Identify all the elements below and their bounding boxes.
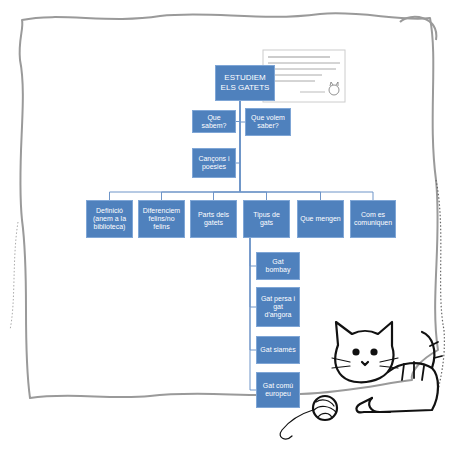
cat-illustration	[280, 322, 442, 439]
process-box: Que volem saber?	[245, 108, 291, 136]
box-label: ESTUDIEM ELS GATETS	[218, 73, 272, 93]
box-label: Que volem saber?	[248, 114, 288, 130]
process-box: Parts dels gatets	[190, 200, 237, 238]
box-label: Diferenciem felins/no felins	[141, 207, 182, 231]
process-box: ESTUDIEM ELS GATETS	[215, 65, 275, 101]
box-label: Gat bombay	[259, 258, 297, 274]
connector-line	[110, 101, 241, 200]
box-label: Tipus de gats	[246, 211, 287, 227]
process-box: Gat comú europeu	[256, 372, 300, 408]
connector-line	[236, 101, 240, 122]
box-label: Com es comuniquen	[353, 211, 393, 227]
connector-line	[240, 101, 321, 200]
connector-line	[236, 101, 240, 163]
box-label: Que sabem?	[195, 114, 233, 130]
connector-line	[240, 101, 373, 200]
box-label: Gat siamès	[260, 346, 295, 354]
process-box: Com es comuniquen	[350, 200, 396, 238]
document-thumbnail	[263, 50, 345, 102]
process-box: Gat bombay	[256, 252, 300, 280]
dotted-line	[10, 222, 18, 330]
process-box: Que mengen	[297, 200, 344, 238]
process-box: Definició (anem a la biblioteca)	[86, 200, 133, 238]
process-box: Gat siamès	[256, 336, 300, 364]
box-label: Gat persa i gat d'angora	[259, 295, 297, 319]
box-label: Gat comú europeu	[259, 382, 297, 398]
process-box: Diferenciem felins/no felins	[138, 200, 185, 238]
box-label: Que mengen	[300, 215, 340, 223]
connector-line	[162, 101, 241, 200]
process-box: Cançons i poesies	[192, 148, 236, 178]
dotted-line	[436, 180, 444, 400]
frame-curl	[400, 17, 436, 40]
scribble-frame	[20, 13, 438, 398]
box-label: Parts dels gatets	[193, 211, 234, 227]
process-box: Tipus de gats	[243, 200, 290, 238]
box-label: Cançons i poesies	[195, 155, 233, 171]
process-box: Que sabem?	[192, 110, 236, 133]
process-box: Gat persa i gat d'angora	[256, 287, 300, 327]
box-label: Definició (anem a la biblioteca)	[89, 207, 130, 231]
